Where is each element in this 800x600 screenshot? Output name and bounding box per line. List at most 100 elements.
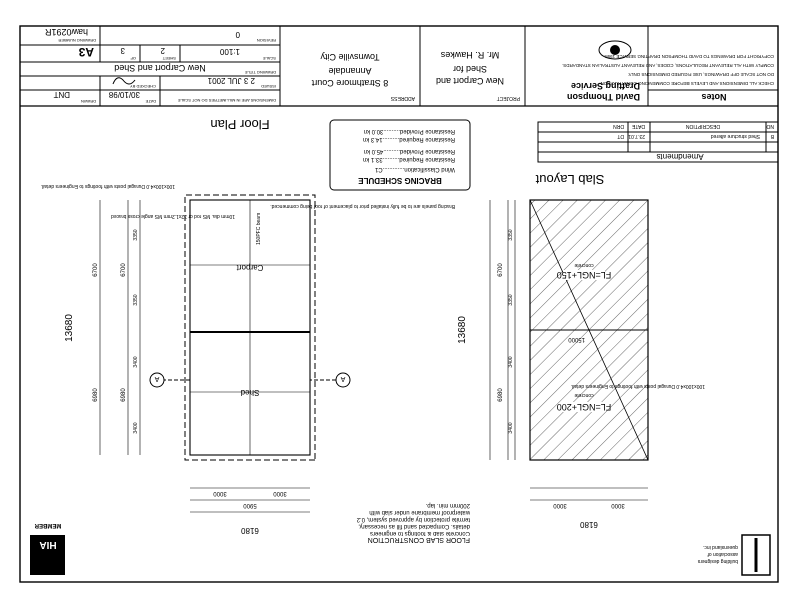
slab-diagonal: 15000 bbox=[568, 336, 585, 342]
construction-title: FLOOR SLAB CONSTRUCTION bbox=[368, 536, 470, 543]
slab-dim-3350a: 3350 bbox=[508, 229, 514, 240]
amendments-table: Amendments NO DESCRIPTION DATE DRN B She… bbox=[537, 121, 779, 163]
floor-width-3000b: 3000 bbox=[213, 490, 227, 496]
floor-dim-6700-b: 6700 bbox=[121, 263, 127, 277]
amendments-title: Amendments bbox=[656, 152, 703, 161]
slab-concrete-label: concrete bbox=[574, 392, 593, 398]
project-line-1: New Carport and bbox=[436, 76, 504, 86]
bdaq-line-3: queensland inc. bbox=[703, 544, 738, 550]
slab-dim-6700: 6700 bbox=[498, 263, 504, 277]
floor-beam-label: 150PFC beam bbox=[256, 213, 262, 245]
project-line-2: Shed for bbox=[453, 64, 487, 74]
notes-title: Notes bbox=[701, 92, 726, 102]
note-1: CHECK ALL DIMENSIONS AND LEVELS BEFORE C… bbox=[599, 81, 774, 86]
bracing-prov-1: Resistance Provided..........45.0 kn bbox=[364, 148, 455, 154]
address-line-2: Annandale bbox=[328, 66, 371, 76]
floor-dim-6980: 6980 bbox=[93, 388, 99, 402]
bracing-title: BRACING SCHEDULE bbox=[358, 176, 442, 185]
slab-width-3000a: 3000 bbox=[611, 502, 625, 508]
section-label-right: A bbox=[154, 375, 159, 382]
slab-dim-3400b: 3400 bbox=[508, 422, 514, 433]
sheet-size: A3 bbox=[78, 45, 94, 59]
drawn-by: DNT bbox=[53, 90, 70, 99]
drawn-label: DRAWN bbox=[81, 99, 96, 104]
drawing-scale: 1:100 bbox=[219, 47, 240, 56]
slab-dim-6980: 6980 bbox=[498, 388, 504, 402]
sheet-label: SHEET bbox=[162, 56, 176, 61]
slab-layout: Slab Layout FL=NGL+150 FL=NGL+200 concre… bbox=[457, 172, 705, 529]
construction-body: Concrete slab & footings to engineers de… bbox=[356, 502, 470, 536]
floor-dim-3350b: 3350 bbox=[133, 294, 139, 305]
amend-col-drn: DRN bbox=[613, 123, 624, 129]
scale-label: SCALE bbox=[263, 56, 276, 61]
bracing-req-1: Resistance Required..........33.1 kn bbox=[363, 156, 455, 162]
floor-plan: Floor Plan Shed Carport 150PFC beam 10mm… bbox=[41, 117, 351, 535]
sheet-total: 3 bbox=[120, 46, 125, 55]
floor-dim-3400b: 3400 bbox=[133, 422, 139, 433]
note-3: COMPLY WITH ALL RELEVANT REGULATIONS, CO… bbox=[562, 63, 774, 68]
bracing-req-2: Resistance Required..........14.3 kn bbox=[363, 136, 455, 142]
hia-logo: HIA MEMBER bbox=[30, 522, 65, 575]
title-block: Notes CHECK ALL DIMENSIONS AND LEVELS BE… bbox=[20, 26, 778, 107]
company-logo bbox=[598, 40, 632, 60]
floor-dim-3350a: 3350 bbox=[133, 229, 139, 240]
revision: 0 bbox=[235, 30, 240, 39]
drawing-date: 30/10/98 bbox=[108, 90, 140, 99]
floor-width-3000a: 3000 bbox=[273, 490, 287, 496]
bracing-wind: Wind Classification.............C1 bbox=[374, 166, 455, 172]
amend-col-date: DATE bbox=[631, 123, 645, 129]
checked-by-label: CHECKED BY bbox=[130, 84, 156, 89]
bracing-schedule: BRACING SCHEDULE Wind Classification....… bbox=[270, 119, 471, 209]
slab-dim-3400a: 3400 bbox=[508, 356, 514, 367]
company-name-2: Drafting Service bbox=[571, 81, 640, 91]
slab-post-note: 100x100x4.0 Duragal posts with footings … bbox=[571, 383, 705, 389]
amend-row-drn: DT bbox=[617, 133, 624, 139]
bracing-note: Bracing panels are to be fully installed… bbox=[270, 203, 455, 209]
bdaq-line-2: association of bbox=[707, 551, 738, 557]
issued-date: 2 3 JUL 2001 bbox=[207, 76, 255, 85]
floor-shed-label: Shed bbox=[241, 388, 260, 397]
drawing-title: New Carport and Shed bbox=[114, 63, 206, 73]
slab-dim-3350b: 3350 bbox=[508, 294, 514, 305]
address-label: ADDRESS bbox=[390, 95, 415, 101]
revision-label: REVISION bbox=[257, 38, 276, 43]
hia-text: HIA bbox=[39, 539, 56, 550]
date-label: DATE bbox=[145, 99, 156, 104]
slab-concrete-label-2: concrete bbox=[574, 262, 593, 268]
floor-footing-note: 100x100x4.0 Duragal posts with footings … bbox=[41, 183, 175, 189]
sheet-of-label: OF bbox=[130, 56, 136, 61]
amend-col-no: NO bbox=[766, 123, 774, 129]
floor-width-dim: 6180 bbox=[241, 526, 259, 535]
floor-plan-outline bbox=[184, 194, 316, 461]
company-name-1: David Thompson bbox=[567, 92, 640, 102]
construction-note: FLOOR SLAB CONSTRUCTION Concrete slab & … bbox=[356, 502, 470, 543]
slab-layout-title: Slab Layout bbox=[535, 172, 604, 187]
floor-total-dim: 13680 bbox=[64, 314, 75, 342]
slab-width-3000b: 3000 bbox=[553, 502, 567, 508]
note-2: DO NOT SCALE OFF DRAWINGS, USE FIGURED D… bbox=[628, 72, 774, 77]
floor-brace-note: 10mm dia. MS rod or 32x1.2mm MS angle cr… bbox=[111, 213, 235, 219]
floor-dim-6700: 6700 bbox=[93, 263, 99, 277]
bdaq-line-1: building designers bbox=[697, 558, 738, 564]
checked-signature bbox=[112, 77, 136, 85]
dimensions-note: DIMENSIONS ARE IN MILLIMETRES DO NOT SCA… bbox=[178, 98, 277, 103]
address-line-1: 8 Strathmore Court bbox=[311, 78, 388, 88]
project-line-3: Mr. R. Hawkes bbox=[440, 50, 499, 60]
floor-carport-label: Carport bbox=[236, 263, 263, 272]
amend-row-no: B bbox=[770, 133, 774, 139]
slab-total-dim: 13680 bbox=[457, 316, 468, 344]
bdaq-logo: building designers association of queens… bbox=[697, 534, 771, 576]
slab-shed-level: FL=NGL+200 bbox=[557, 402, 612, 412]
floor-dim-6980-b: 6980 bbox=[121, 388, 127, 402]
note-4: COPYRIGHT FOR DRAWINGS TO DAVID THOMPSON… bbox=[604, 54, 774, 59]
floor-dim-3400a: 3400 bbox=[133, 356, 139, 367]
amend-row-date: 23.7.01 bbox=[628, 133, 645, 139]
slab-carport-level: FL=NGL+150 bbox=[557, 270, 612, 280]
floor-plan-title: Floor Plan bbox=[210, 117, 269, 132]
floor-width-5900: 5900 bbox=[243, 502, 257, 508]
drawing-title-label: DRAWING TITLE bbox=[245, 70, 276, 75]
amend-col-desc: DESCRIPTION bbox=[685, 123, 720, 129]
sheet-number: 2 bbox=[160, 46, 165, 55]
